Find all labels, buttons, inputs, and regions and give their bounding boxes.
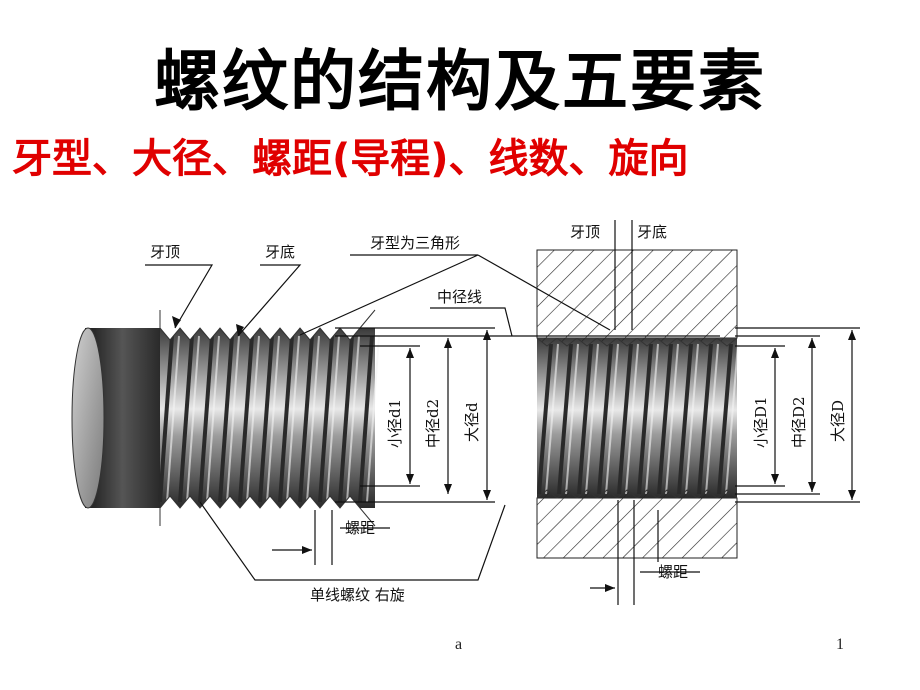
thread-groove-line	[158, 335, 174, 503]
label-pitch-d2: 中径d2	[424, 399, 442, 448]
thread-highlight-line	[366, 335, 380, 503]
thread-highlight-line	[226, 335, 240, 503]
thread-groove-line	[617, 343, 633, 495]
page-title: 螺纹的结构及五要素	[154, 43, 766, 120]
thread-highlight-line	[266, 335, 280, 503]
thread-groove-line	[697, 343, 713, 495]
thread-highlight-line	[346, 335, 360, 503]
label-minor-d1: 小径d1	[386, 399, 404, 448]
label-minor-D1: 小径D1	[752, 396, 770, 448]
thread-highlight-line	[166, 335, 180, 503]
label-crest-right: 牙顶	[570, 223, 600, 241]
thread-groove-line	[717, 343, 733, 495]
leader-pitch-line	[430, 307, 513, 337]
label-pitch-line: 中径线	[437, 288, 482, 306]
label-pitch-right: 螺距	[658, 563, 688, 581]
nut-section	[536, 249, 739, 559]
bolt-thread-lines	[158, 335, 380, 503]
thread-groove-line	[198, 335, 214, 503]
thread-groove-line	[218, 335, 234, 503]
leader-thread-form-2	[477, 254, 611, 331]
thread-highlight-line	[625, 343, 639, 495]
label-thread-form: 牙型为三角形	[370, 234, 460, 252]
bolt-bottom-profile	[159, 495, 376, 527]
thread-highlight-line	[665, 343, 679, 495]
thread-groove-line	[657, 343, 673, 495]
nut-bottom-profile	[536, 489, 738, 499]
thread-groove-line	[557, 343, 573, 495]
thread-groove-line	[318, 335, 334, 503]
thread-groove-line	[178, 335, 194, 503]
bolt-head-face	[71, 327, 105, 509]
thread-groove-line	[637, 343, 653, 495]
thread-highlight-line	[206, 335, 220, 503]
thread-groove-line	[238, 335, 254, 503]
label-major-D: 大径D	[829, 400, 847, 442]
thread-groove-line	[537, 343, 553, 495]
thread-highlight-line	[705, 343, 719, 495]
page-subtitle: 牙型、大径、螺距(导程)、线数、旋向	[12, 136, 689, 182]
leader-crest-left	[145, 264, 214, 329]
bolt-top-profile	[159, 309, 376, 341]
label-pitch-left: 螺距	[345, 519, 375, 537]
nut-hatch-top	[536, 249, 738, 339]
thread-groove-line	[278, 335, 294, 503]
thread-highlight-line	[565, 343, 579, 495]
thread-highlight-line	[585, 343, 599, 495]
label-major-d: 大径d	[463, 402, 481, 442]
bolt	[71, 309, 380, 527]
thread-groove-line	[677, 343, 693, 495]
thread-groove-line	[577, 343, 593, 495]
footer-left: a	[455, 636, 463, 653]
label-pitch-D2: 中径D2	[790, 396, 808, 448]
label-root-left: 牙底	[265, 243, 295, 261]
thread-highlight-line	[326, 335, 340, 503]
thread-highlight-line	[725, 343, 739, 495]
label-root-right: 牙底	[637, 223, 667, 241]
leader-single-right	[199, 501, 506, 581]
nut-top-profile	[536, 337, 738, 347]
thread-highlight-line	[605, 343, 619, 495]
thread-highlight-line	[645, 343, 659, 495]
thread-highlight-line	[186, 335, 200, 503]
thread-diagram: 牙顶 牙底 牙型为三角形 中径线 牙顶 牙底 小径d1 中径d2 大径d 小径D…	[71, 220, 860, 605]
nut-hatch-bottom	[536, 497, 738, 559]
thread-highlight-line	[685, 343, 699, 495]
thread-highlight-line	[306, 335, 320, 503]
thread-highlight-line	[545, 343, 559, 495]
thread-highlight-line	[286, 335, 300, 503]
label-single-right: 单线螺纹 右旋	[310, 586, 405, 604]
thread-groove-line	[338, 335, 354, 503]
label-crest-left: 牙顶	[150, 243, 180, 261]
thread-groove-line	[298, 335, 314, 503]
leader-root-left	[237, 264, 302, 337]
footer-page-number: 1	[836, 636, 844, 653]
thread-groove-line	[597, 343, 613, 495]
thread-groove-line	[258, 335, 274, 503]
thread-highlight-line	[246, 335, 260, 503]
thread-groove-line	[358, 335, 374, 503]
nut-thread-lines	[537, 343, 739, 495]
